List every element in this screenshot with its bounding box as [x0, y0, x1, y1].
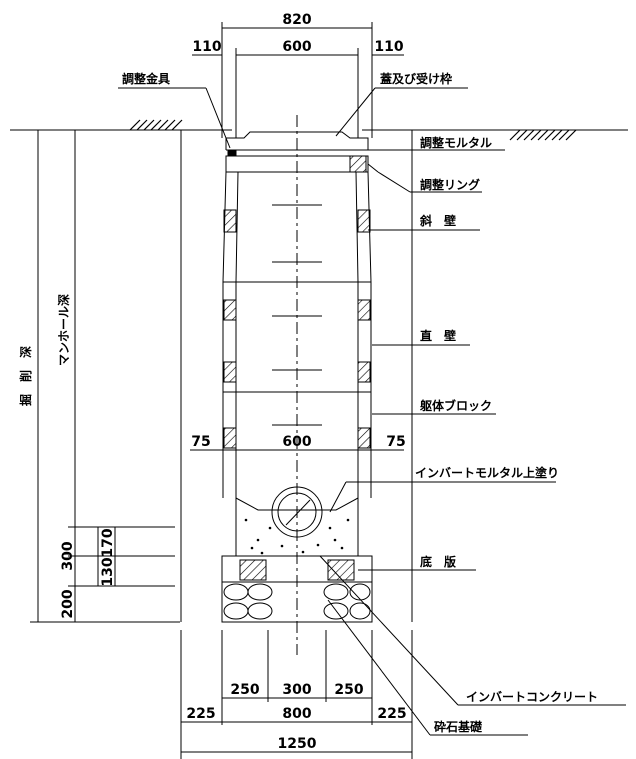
dim-bottom-b1: 225: [186, 706, 215, 722]
label-adjust-ring: 調整リング: [420, 177, 480, 192]
straight-wall-shape: [222, 281, 372, 498]
dim-top-right: 110: [374, 39, 403, 55]
label-excavation-depth: 掘 削 深: [18, 346, 33, 406]
dim-bottom-b3: 225: [377, 706, 406, 722]
label-straight-wall: 直 壁: [420, 328, 456, 343]
dim-bottom-a2: 300: [282, 682, 311, 698]
ground-hatch: [129, 119, 577, 141]
mid-dimension-lines: [190, 440, 404, 458]
label-body-block: 躯体ブロック: [419, 398, 492, 413]
dim-top-inner: 600: [282, 39, 311, 55]
label-adjust-fitting: 調整金具: [122, 71, 170, 86]
dim-mid-right: 75: [386, 434, 405, 450]
dim-left-170: 170: [100, 528, 116, 557]
concrete-dots: [244, 518, 350, 555]
dim-bottom-a3: 250: [334, 682, 363, 698]
left-dimension-lines: [30, 129, 180, 623]
dim-left-130: 130: [100, 557, 116, 586]
dim-bottom-a1: 250: [230, 682, 259, 698]
label-crushed-stone: 砕石基礎: [433, 719, 483, 734]
label-lid-frame: 蓋及び受け枠: [380, 71, 452, 86]
dim-mid-inner: 600: [282, 434, 311, 450]
top-dimension-lines: [192, 22, 404, 138]
crushed-stone-shape: [221, 581, 373, 623]
dim-mid-left: 75: [191, 434, 210, 450]
dim-left-300: 300: [60, 541, 76, 570]
label-invert-concrete: インバートコンクリート: [466, 690, 598, 704]
leader-lines: [118, 87, 626, 736]
dim-left-200: 200: [60, 589, 76, 618]
dim-top-left: 110: [192, 39, 221, 55]
excavation-outline: [180, 130, 413, 622]
label-base-slab: 底 版: [420, 554, 456, 569]
dim-top-total: 820: [282, 12, 311, 28]
label-manhole-depth: マンホール深: [56, 294, 71, 366]
bottom-dimension-lines: [180, 630, 413, 759]
dim-bottom-total: 1250: [278, 736, 317, 752]
label-invert-mortar: インバートモルタル上塗り: [415, 465, 559, 480]
label-adjust-mortar: 調整モルタル: [420, 135, 492, 150]
label-slant-wall: 斜 壁: [419, 213, 456, 228]
dim-bottom-b2: 800: [282, 706, 311, 722]
